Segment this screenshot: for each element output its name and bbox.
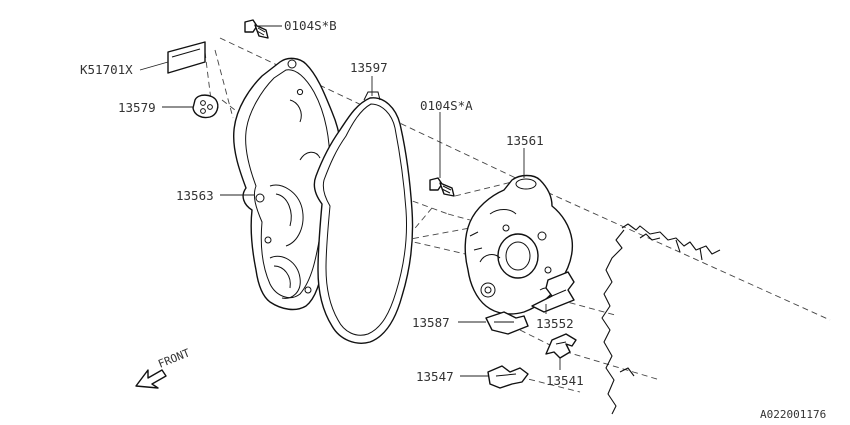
- callout-13541: 13541: [546, 373, 584, 388]
- callout-k51701x: K51701X: [80, 62, 133, 77]
- callout-labels: 0104S*B K51701X 13597 13579 0104S*A 1356…: [80, 18, 584, 388]
- front-arrow-icon: [135, 369, 167, 389]
- callout-13579: 13579: [118, 100, 156, 115]
- inner-cover-13561-part[interactable]: [464, 174, 574, 315]
- seal-13579-part[interactable]: [192, 94, 219, 119]
- front-label: FRONT: [156, 346, 192, 371]
- callout-13561: 13561: [506, 133, 544, 148]
- callout-0104s-a: 0104S*A: [420, 98, 473, 113]
- gasket-13597-part[interactable]: [313, 91, 414, 344]
- bolt-a-part[interactable]: [429, 177, 455, 197]
- bracket-13552-part[interactable]: [531, 271, 575, 313]
- callout-13597: 13597: [350, 60, 388, 75]
- label-plate-part[interactable]: [167, 41, 206, 74]
- callout-13547: 13547: [416, 369, 454, 384]
- plate-13587-part[interactable]: [485, 311, 529, 335]
- bracket-13547-part[interactable]: [487, 365, 529, 389]
- clip-13541-part[interactable]: [545, 333, 577, 359]
- callout-13552: 13552: [536, 316, 574, 331]
- diagram-id-watermark: A022001176: [760, 408, 826, 421]
- engine-block-outline: [601, 223, 721, 415]
- callout-0104s-b: 0104S*B: [284, 18, 337, 33]
- bolt-b-part[interactable]: [244, 19, 269, 39]
- callout-13563: 13563: [176, 188, 214, 203]
- leader-lines: [139, 25, 561, 377]
- callout-13587: 13587: [412, 315, 450, 330]
